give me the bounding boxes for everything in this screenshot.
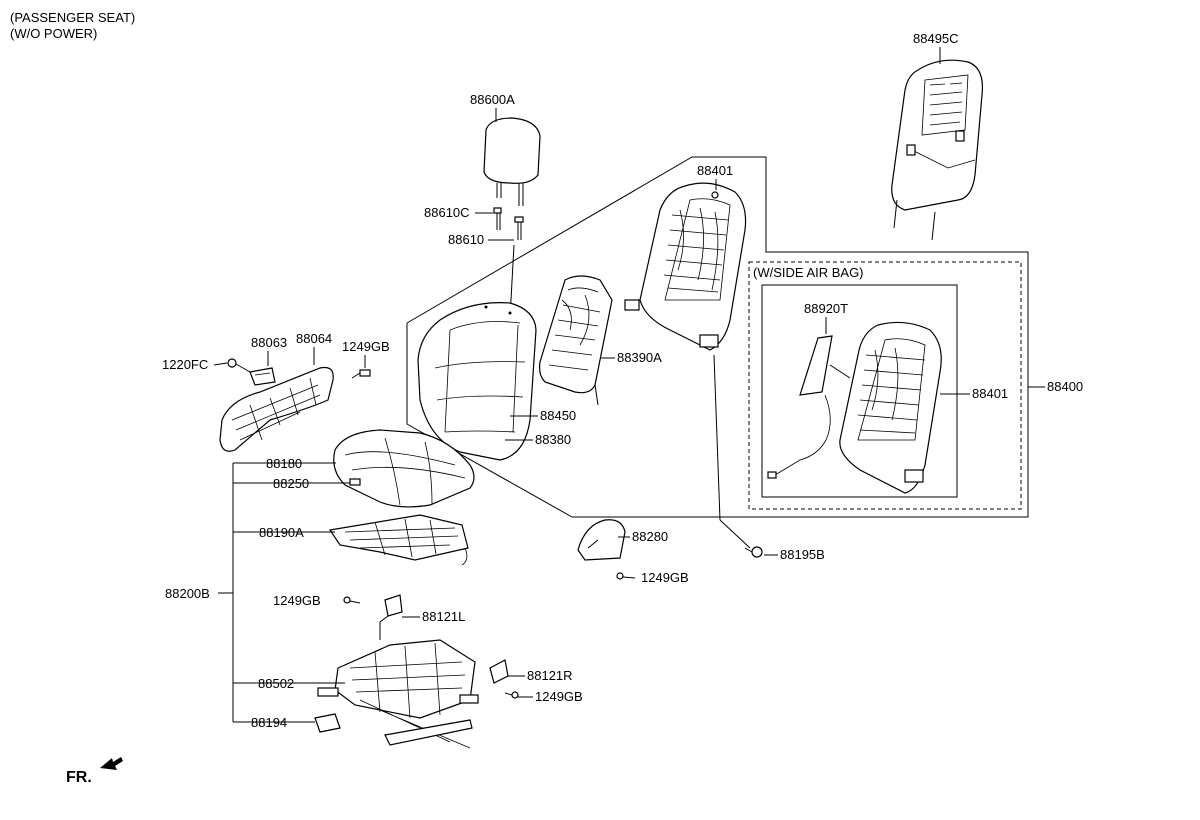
callout-88063: 88063	[251, 335, 287, 350]
callout-88121R: 88121R	[527, 668, 573, 683]
backrest-frame-88401	[624, 182, 747, 351]
callout-88250: 88250	[273, 476, 309, 491]
callout-88400: 88400	[1047, 379, 1083, 394]
backrest-group-outline	[406, 156, 1029, 518]
callout-88610C: 88610C	[424, 205, 470, 220]
callout-88401-top: 88401	[697, 163, 733, 178]
callout-88450: 88450	[540, 408, 576, 423]
lumbar-support-mat-88390A	[538, 275, 613, 406]
front-arrow-icon	[100, 757, 123, 770]
callout-88195B: 88195B	[780, 547, 825, 562]
callout-1249GB-b: 1249GB	[641, 570, 689, 585]
callout-88200B: 88200B	[165, 586, 210, 601]
backrest-cover-88380	[417, 302, 537, 461]
screw-1220FC	[227, 358, 251, 373]
headrest-guide-88610	[514, 216, 524, 240]
callout-88502: 88502	[258, 676, 294, 691]
screw-1249GB-a	[351, 369, 371, 379]
callout-88190A: 88190A	[259, 525, 304, 540]
bracket-88121R	[489, 659, 509, 684]
headrest-88600A	[483, 117, 541, 206]
screw-1249GB-c	[343, 596, 361, 604]
headrest-guide-88610C	[493, 207, 502, 230]
callout-88920T: 88920T	[804, 301, 848, 316]
cushion-mat-88190A	[328, 514, 469, 566]
callout-1249GB-d: 1249GB	[535, 689, 583, 704]
callout-88390A: 88390A	[617, 350, 662, 365]
seat-cushion-cover-88180	[333, 429, 475, 508]
side-airbag-module-88920T	[767, 335, 851, 479]
side-airbag-dashed-box	[748, 261, 1022, 510]
diagram-title-line2: (W/O POWER)	[10, 26, 97, 41]
callout-88610: 88610	[448, 232, 484, 247]
recliner-cover-88063	[249, 367, 276, 386]
trim-cover-88280	[577, 519, 626, 561]
backrest-frame-88401-side	[839, 321, 942, 494]
callout-88380: 88380	[535, 432, 571, 447]
screw-1249GB-d	[504, 691, 519, 699]
callout-88064: 88064	[296, 331, 332, 346]
diagram-title-line1: (PASSENGER SEAT)	[10, 10, 135, 25]
callout-88401-side: 88401	[972, 386, 1008, 401]
callout-88600A: 88600A	[470, 92, 515, 107]
screw-1249GB-b	[616, 572, 636, 580]
callout-88180: 88180	[266, 456, 302, 471]
bracket-88121L	[379, 594, 403, 640]
callout-88495C: 88495C	[913, 31, 959, 46]
bolt-88195B	[713, 354, 763, 558]
callout-88194: 88194	[251, 715, 287, 730]
cushion-frame-88502	[317, 639, 479, 749]
callout-88121L: 88121L	[422, 609, 465, 624]
side-shield-88064	[219, 366, 334, 452]
side-airbag-box-title: (W/SIDE AIR BAG)	[753, 265, 864, 280]
callout-1249GB-a: 1249GB	[342, 339, 390, 354]
callout-1249GB-c: 1249GB	[273, 593, 321, 608]
cover-88194	[314, 713, 341, 733]
orientation-label: FR.	[66, 769, 92, 786]
seat-back-cover-88495C	[891, 59, 984, 241]
callout-88280: 88280	[632, 529, 668, 544]
side-airbag-inner-box	[761, 284, 958, 498]
callout-1220FC: 1220FC	[162, 357, 208, 372]
